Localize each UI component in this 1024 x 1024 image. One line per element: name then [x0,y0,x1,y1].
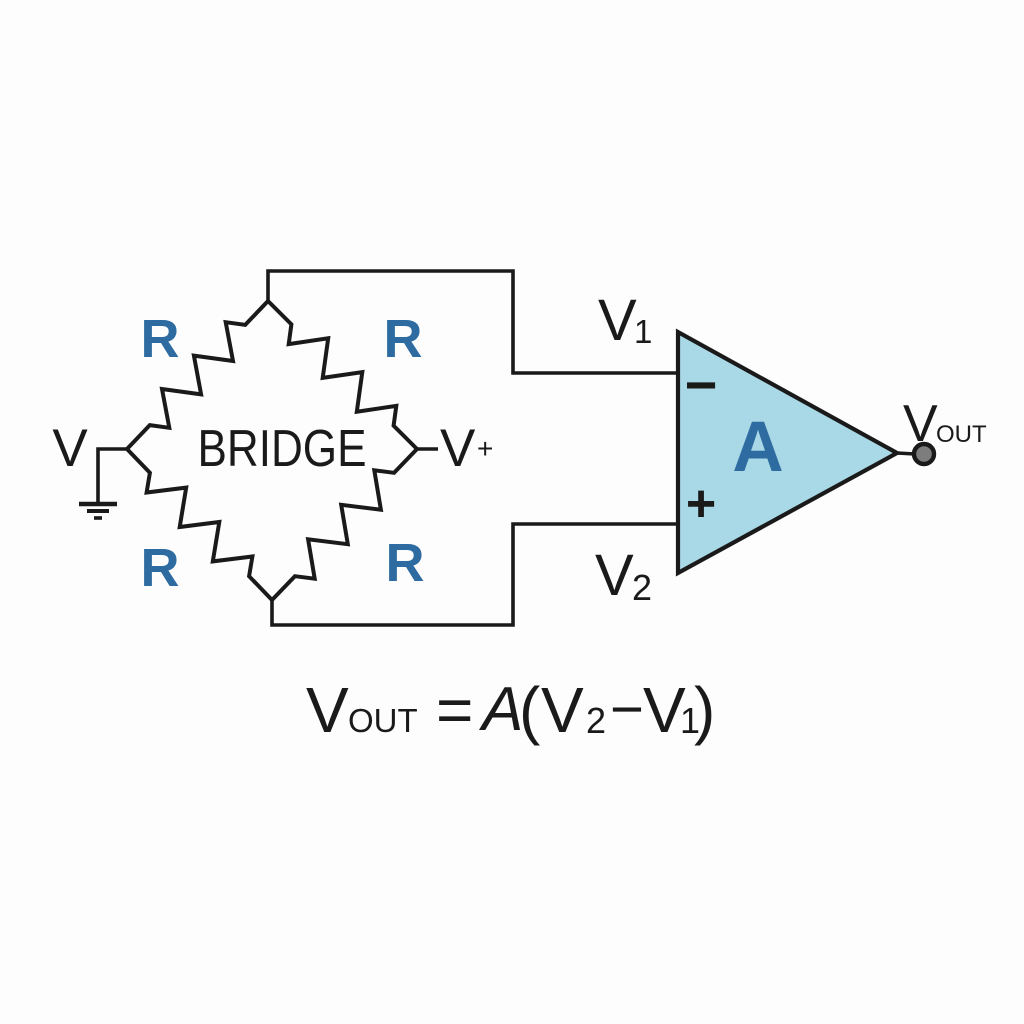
formula: V OUT = A ( V 2 − V 1 ) [306,674,715,746]
resistor-top-left [125,299,270,451]
vout-label: V [903,395,938,453]
formula-minus-sign: − [610,677,644,742]
opamp-inverting-sign: − [685,353,718,416]
wire-left-node-to-ground [96,447,127,502]
formula-term1-subscript: 1 [680,700,700,741]
v2-label: V [595,543,634,608]
v1-subscript: 1 [634,313,652,350]
excitation-voltage-label: V [52,419,88,478]
formula-term2-base: V [541,674,584,746]
resistor-top-right [266,299,419,451]
formula-term1-base: V [643,674,686,746]
formula-close-paren: ) [694,674,715,746]
output-terminal-dot [911,441,937,467]
sense-voltage-label: V [440,419,476,478]
wires-group [96,269,916,627]
resistor-bottom-left [125,447,274,602]
formula-lhs-subscript: OUT [348,702,418,739]
v2-subscript: 2 [632,567,652,608]
vout-subscript: OUT [936,421,987,448]
formula-equals-sign: = [436,674,473,746]
resistor-label-top-right: R [384,309,423,369]
resistor-label-bottom-right: R [386,533,425,593]
formula-term2-subscript: 2 [586,700,606,741]
ground-symbol [79,501,117,520]
formula-lhs-base: V [306,674,349,746]
v1-label: V [598,288,637,353]
resistor-label-top-left: R [141,309,180,369]
wire-bridge-bottom-to-noninverting-input [270,522,678,627]
opamp-gain-label: A [732,408,783,487]
opamp-noninverting-sign: + [686,475,716,533]
resistor-bottom-right [270,447,419,602]
formula-open-paren: ( [519,674,540,746]
opamp-triangle [675,328,902,577]
resistor-label-bottom-left: R [141,538,180,598]
formula-gain: A [478,675,523,744]
bridge-label: BRIDGE [198,420,367,478]
wire-bridge-top-to-inverting-input [266,269,678,375]
bridge-resistors-group [125,299,419,602]
sense-voltage-plus-sign: + [477,433,493,464]
